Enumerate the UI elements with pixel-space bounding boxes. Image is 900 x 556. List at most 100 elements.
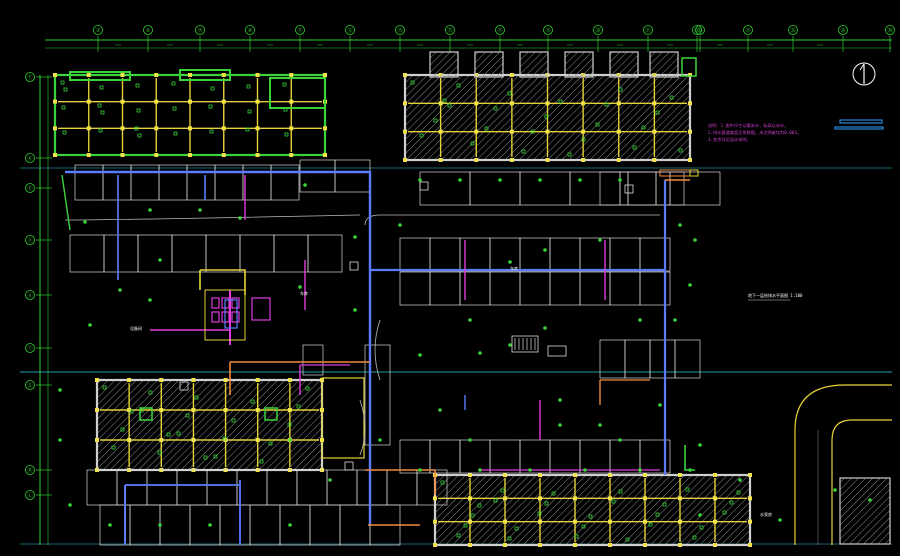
structural-column	[159, 378, 164, 382]
structural-column	[468, 496, 472, 501]
structural-column	[86, 126, 91, 131]
drive-aisle	[64, 214, 361, 221]
piping-network	[61, 170, 695, 545]
axis-label: ③	[96, 28, 101, 34]
note-line-1: 说明：1.图中尺寸以毫米计，标高以米计。	[708, 122, 788, 129]
parking-row	[399, 271, 671, 306]
structural-column	[188, 73, 192, 77]
fixture	[203, 455, 208, 460]
structural-column	[652, 101, 657, 106]
axis-bubble	[885, 25, 895, 35]
parking-stall	[309, 504, 341, 546]
green-pipe	[684, 445, 695, 471]
parking-stall	[339, 504, 371, 546]
axis-label: ⑪	[297, 27, 302, 34]
structural-column	[538, 543, 542, 547]
sprinkler-head	[618, 438, 622, 442]
fixture	[456, 533, 461, 538]
structural-column	[678, 473, 682, 477]
parking-stall	[609, 237, 641, 272]
axis-bubble	[143, 25, 153, 35]
parking-row	[599, 339, 701, 379]
parking-row	[399, 439, 671, 474]
parking-stall	[519, 439, 551, 474]
pump-unit	[231, 311, 240, 323]
structural-column	[545, 101, 550, 106]
sprinkler-head	[208, 523, 212, 527]
axis-bubble	[25, 235, 35, 245]
fixture	[222, 436, 227, 441]
structural-column	[287, 408, 292, 412]
axis-label: ㉔	[745, 27, 750, 34]
structural-column	[545, 129, 550, 134]
parking-stall	[459, 439, 491, 474]
door-mark	[659, 169, 691, 177]
sprinkler-head	[508, 260, 512, 264]
structural-column	[323, 153, 327, 157]
door-mark	[689, 169, 699, 177]
structural-column	[643, 496, 647, 501]
parking-stall	[399, 237, 431, 272]
parking-stall	[519, 271, 551, 306]
parking-stall	[69, 234, 105, 273]
structural-column	[748, 496, 752, 501]
parking-stall	[469, 171, 521, 206]
sprinkler-head	[288, 438, 292, 442]
building-top-right	[403, 73, 692, 162]
sprinkler-head	[148, 298, 152, 302]
parking-stall	[669, 171, 721, 206]
structural-column	[608, 496, 612, 501]
axis-label: Ⓡ	[27, 467, 32, 474]
note-line-3: 3.其余详见设计说明。	[708, 136, 751, 143]
fixture	[136, 108, 141, 113]
parking-row	[599, 171, 685, 206]
fixture	[507, 91, 512, 96]
axis-bubble	[25, 343, 35, 353]
pump-room-equipment	[204, 289, 271, 341]
sprinkler-head	[238, 216, 242, 220]
axis-label: ⑰	[497, 27, 502, 34]
building-bay	[609, 51, 639, 78]
structural-column	[616, 101, 621, 106]
structural-column	[573, 496, 577, 501]
building-bay	[474, 51, 504, 78]
structural-column	[748, 519, 752, 524]
parking-row	[364, 344, 391, 446]
fixture	[692, 535, 697, 540]
structural-column	[433, 519, 437, 524]
structural-column	[713, 543, 717, 547]
structural-column	[748, 543, 752, 547]
sprinkler-head	[148, 208, 152, 212]
structural-column	[688, 158, 692, 162]
sprinkler-head	[543, 248, 547, 252]
structural-column	[581, 129, 586, 134]
sprinkler-head	[508, 343, 512, 347]
structural-column	[688, 73, 692, 77]
fixture	[99, 85, 104, 90]
structural-column	[643, 519, 647, 524]
fixture	[173, 131, 178, 136]
parking-stall	[519, 237, 551, 272]
axis-label: ⑳	[595, 27, 600, 34]
room-label-garage-1: 车库	[510, 265, 518, 271]
structural-column	[255, 153, 260, 157]
structural-column	[323, 73, 327, 77]
ramp-curve	[831, 419, 892, 545]
parking-stall	[130, 164, 160, 201]
structural-column	[289, 126, 294, 131]
fixture	[250, 399, 255, 404]
structural-column	[748, 473, 752, 477]
green-pipe	[61, 174, 71, 231]
parking-stall	[171, 234, 207, 273]
note-line-2: 2.排水管道坡度见系统图，未注明者均为0.003。	[708, 129, 801, 136]
drain-pipe	[365, 469, 436, 495]
fixture	[558, 99, 563, 104]
building-top-left	[53, 73, 327, 157]
building-outline	[433, 473, 752, 547]
axis-bubble	[25, 72, 35, 82]
sprinkler-head	[618, 178, 622, 182]
sprinkler-head	[658, 403, 662, 407]
parking-stall	[296, 469, 328, 506]
structural-column	[509, 129, 514, 134]
fixture	[470, 513, 475, 518]
